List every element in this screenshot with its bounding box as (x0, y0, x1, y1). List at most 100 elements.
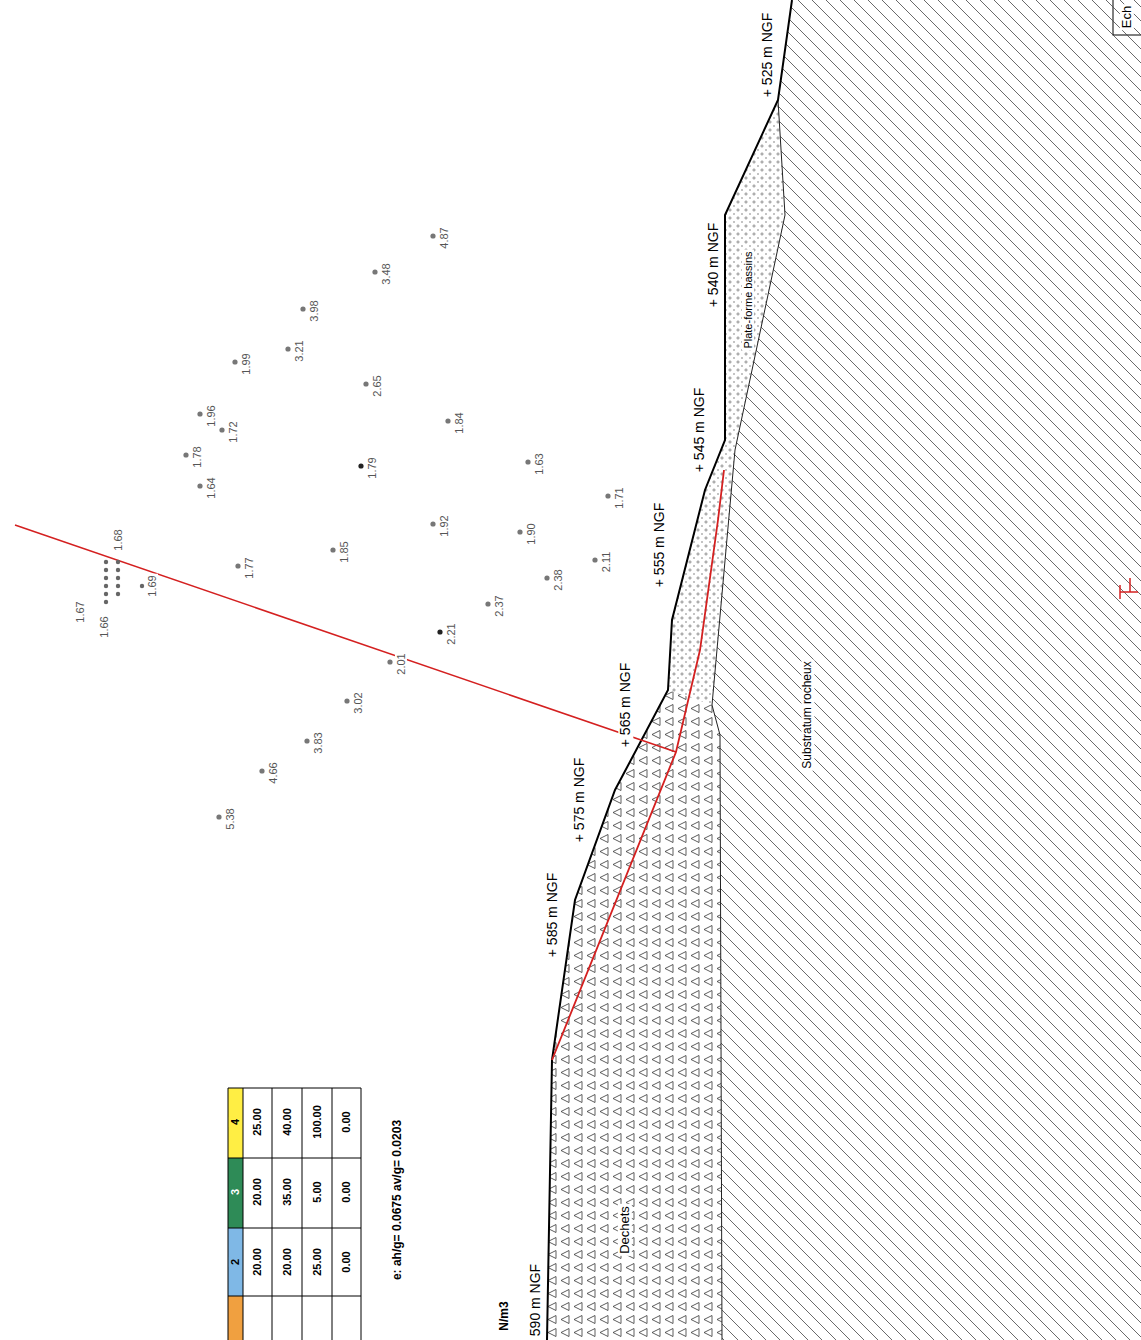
centre-dot (430, 521, 435, 526)
safety-factor: 1.72 (227, 419, 239, 444)
table-header-cell (228, 1088, 243, 1158)
table-cell: 40.00 (281, 1106, 293, 1138)
safety-factor: 3.48 (380, 261, 392, 286)
table-cell: 20.00 (251, 1246, 263, 1278)
centre-dot (525, 459, 530, 464)
safety-factor: 1.63 (533, 451, 545, 476)
centre-dot (605, 493, 610, 498)
centre-dot (372, 269, 377, 274)
waste-layer (547, 690, 722, 1340)
centre-dot (430, 233, 435, 238)
safety-factor: 1.79 (366, 455, 378, 480)
safety-factor: 1.69 (146, 573, 158, 598)
elevation-label: + 565 m NGF (618, 661, 633, 749)
scale-marker (1120, 578, 1138, 599)
safety-factor: 3.21 (293, 338, 305, 363)
safety-factor: 1.85 (338, 539, 350, 564)
table-cell: 35.00 (281, 1176, 293, 1208)
safety-factor: 3.98 (308, 298, 320, 323)
safety-factor: 1.90 (525, 521, 537, 546)
table-cell: 20.00 (251, 1176, 263, 1208)
safety-factor: 1.67 (74, 599, 86, 624)
centre-dot (344, 698, 349, 703)
centre-dot (592, 557, 597, 562)
table-cell: 25.00 (251, 1106, 263, 1138)
safety-factor: 1.64 (205, 475, 217, 500)
centre-dot (259, 768, 264, 773)
centre-dot (363, 381, 368, 386)
elevation-label: + 540 m NGF (706, 221, 721, 309)
unit-note: N/m3 (498, 1299, 511, 1332)
centre-dot (485, 601, 490, 606)
safety-factor: 4.66 (267, 760, 279, 785)
safety-factor: 2.01 (395, 651, 407, 676)
centre-dot (183, 452, 188, 457)
centre-dot (358, 463, 363, 468)
centre-dot (517, 529, 522, 534)
layer-name: Dechets (618, 1204, 632, 1256)
parameter-table (228, 1088, 361, 1340)
centre-dot (285, 346, 290, 351)
table-cell: 20.00 (281, 1246, 293, 1278)
table-cell: 0.00 (340, 1249, 352, 1274)
safety-factor: 1.92 (438, 513, 450, 538)
scale-label: Ech (1120, 4, 1134, 30)
table-header-cell (228, 1228, 243, 1296)
elevation-label: + 525 m NGF (760, 11, 775, 99)
elevation-label: + 555 m NGF (652, 501, 667, 589)
layer-name: Plate-forme bassins (742, 249, 754, 350)
table-cell: 100.00 (311, 1103, 323, 1141)
centre-dot (219, 427, 224, 432)
table-grid (228, 1088, 361, 1340)
table-cell: 0.00 (340, 1179, 352, 1204)
centre-dot (304, 738, 309, 743)
safety-factor: 1.66 (98, 614, 110, 639)
safety-factor: 1.78 (191, 444, 203, 469)
centre-dot (235, 563, 240, 568)
safety-factor: 2.65 (371, 373, 383, 398)
table-header: 2 (229, 1257, 241, 1267)
table-header-cell (228, 1158, 243, 1228)
safety-factor: 2.21 (445, 621, 457, 646)
centre-cluster (104, 560, 144, 604)
centre-dot (216, 814, 221, 819)
safety-factor: 1.84 (453, 410, 465, 435)
safety-factor: 1.77 (243, 555, 255, 580)
centre-dot (437, 629, 442, 634)
elevation-label: + 575 m NGF (572, 756, 587, 844)
table-header-cell (228, 1296, 243, 1340)
platform-fill (668, 100, 785, 705)
centre-dot (387, 659, 392, 664)
safety-factor: 5.38 (224, 806, 236, 831)
centre-dot (300, 306, 305, 311)
safety-factor: 1.99 (240, 351, 252, 376)
centre-dot (197, 411, 202, 416)
seismic-note: e: ah/g= 0.0675 av/g= 0.0203 (391, 1118, 404, 1282)
table-cell: 25.00 (311, 1246, 323, 1278)
safety-factor: 1.96 (205, 403, 217, 428)
slip-radius (15, 525, 676, 752)
centre-dot (330, 547, 335, 552)
safety-factor: 1.68 (112, 527, 124, 552)
table-header: 3 (229, 1187, 241, 1197)
safety-factor: 2.11 (600, 550, 612, 575)
centre-dot (445, 418, 450, 423)
ground-surface (547, 0, 792, 1340)
rock-boundary (712, 100, 785, 1340)
safety-factor: 4.87 (438, 225, 450, 250)
centre-dot (197, 483, 202, 488)
safety-factor: 2.38 (552, 567, 564, 592)
slip-surface (552, 470, 724, 1060)
safety-factor: 2.37 (493, 593, 505, 618)
safety-factor: 3.02 (352, 690, 364, 715)
table-header: 4 (229, 1117, 241, 1127)
table-cell: 5.00 (311, 1179, 323, 1204)
safety-factor: 1.71 (613, 485, 625, 510)
centre-dot (232, 359, 237, 364)
elevation-label: 590 m NGF (528, 1262, 543, 1338)
table-cell: 0.00 (340, 1109, 352, 1134)
elevation-label: + 585 m NGF (545, 871, 560, 959)
layer-name: Substratum rocheux (801, 659, 814, 770)
elevation-label: + 545 m NGF (692, 386, 707, 474)
